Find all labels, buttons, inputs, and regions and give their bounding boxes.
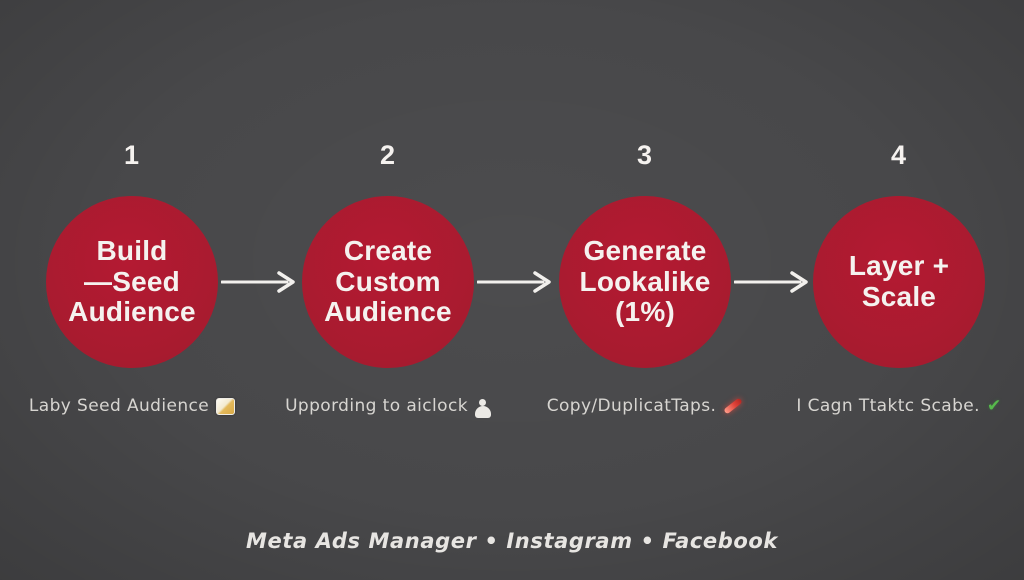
check-icon: ✔	[986, 396, 1002, 416]
step-2-number: 2	[379, 140, 397, 170]
circle-text-line: Generate	[583, 234, 707, 266]
circle-text-line: Lookalike	[579, 265, 711, 297]
step-3-caption: Copy/DuplicatTaps.	[515, 396, 775, 416]
circle-text-line: Custom	[335, 265, 441, 297]
circle-text-line: (1%)	[615, 296, 675, 328]
pencil-icon	[723, 397, 744, 415]
circle-text-line: Layer +	[848, 250, 950, 282]
caption-text: Laby Seed Audience	[28, 396, 210, 416]
step-4-circle: Layer + Scale	[813, 196, 985, 368]
circle-text-line: Audience	[68, 296, 196, 328]
circle-text-line: Audience	[324, 296, 452, 328]
arrow-right-icon	[221, 271, 295, 293]
step-1-circle: Build —Seed Audience	[46, 196, 218, 368]
person-icon	[474, 398, 491, 418]
arrow-right-icon	[477, 271, 551, 293]
caption-text: I Cagn Ttaktc Scabe.	[796, 396, 980, 416]
circle-text-line: Create	[343, 234, 433, 266]
step-1-number: 1	[123, 140, 141, 170]
picture-icon	[216, 397, 236, 415]
step-4-number: 4	[890, 140, 908, 170]
step-3-circle: Generate Lookalike (1%)	[559, 196, 731, 368]
footer-brands: Meta Ads Manager • Instagram • Facebook	[246, 529, 778, 553]
step-1-caption: Laby Seed Audience	[2, 396, 262, 416]
circle-text-line: Build	[96, 234, 168, 266]
caption-text: Copy/DuplicatTaps.	[546, 396, 717, 416]
circle-text-line: —Seed	[84, 265, 180, 297]
arrow-right-icon	[734, 271, 808, 293]
caption-text: Uppording to aiclock	[285, 396, 468, 416]
step-4-caption: I Cagn Ttaktc Scabe. ✔	[769, 396, 1024, 416]
step-2-caption: Uppording to aiclock	[258, 396, 518, 418]
step-2-circle: Create Custom Audience	[302, 196, 474, 368]
step-3-number: 3	[636, 140, 654, 170]
circle-text-line: Scale	[861, 281, 937, 312]
